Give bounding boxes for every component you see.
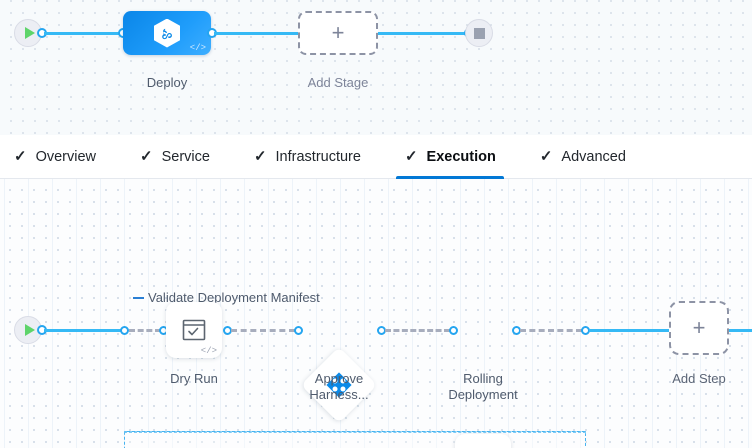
connector-group-to-addstep (589, 328, 669, 332)
pipeline-end-node[interactable] (465, 19, 493, 47)
stage-label-deploy: Deploy (146, 75, 188, 90)
step-label-rolling-deployment: Rolling Deployment (448, 371, 518, 402)
connector-start-to-deploy (44, 31, 123, 35)
stop-icon (473, 27, 485, 39)
add-step-label: Add Step (672, 371, 726, 386)
tab-overview[interactable]: ✓ Overview (14, 135, 112, 179)
tab-infrastructure[interactable]: ✓ Infrastructure (254, 135, 377, 179)
add-stage-button[interactable]: + (298, 11, 378, 55)
step-group-container[interactable] (124, 431, 586, 448)
connector-addstep-trailing (729, 328, 752, 332)
tab-label: Advanced (561, 148, 626, 165)
connector-dryrun-to-approve (231, 329, 295, 332)
check-icon: ✓ (404, 148, 418, 165)
tab-label: Service (161, 148, 210, 165)
tab-label: Infrastructure (275, 148, 361, 165)
step-code-badge: </> (200, 346, 217, 356)
minus-icon[interactable] (133, 296, 144, 299)
connector-deploy-to-addstage (214, 31, 298, 35)
tab-execution[interactable]: ✓ Execution (395, 135, 512, 179)
step-node-dry-run[interactable]: </> (166, 302, 222, 358)
connector-rolling-to-groupend (520, 329, 582, 332)
pipeline-stage-canvas[interactable]: </> Deploy + Add Stage (0, 0, 752, 135)
check-icon: ✓ (539, 148, 553, 165)
step-group-title[interactable]: Validate Deployment Manifest (133, 290, 320, 305)
stage-code-badge: </> (189, 43, 206, 53)
play-icon (24, 324, 35, 336)
step-node-approve-harness[interactable] (300, 346, 378, 424)
approval-diamond-icon (326, 372, 352, 398)
step-label-approve-harness: Approve Harness... (309, 371, 369, 402)
step-node-rolling-deployment[interactable]: </> (455, 434, 511, 448)
tab-service[interactable]: ✓ Service (140, 135, 226, 179)
tab-advanced[interactable]: ✓ Advanced (540, 135, 642, 179)
group-input-port[interactable] (120, 325, 129, 335)
check-icon: ✓ (253, 148, 267, 165)
dry-run-icon (182, 319, 206, 341)
step-group-title-label: Validate Deployment Manifest (148, 290, 320, 305)
connector-start-to-group (44, 328, 123, 332)
check-icon: ✓ (140, 148, 153, 165)
approve-input-port[interactable] (294, 325, 303, 335)
rolling-input-port[interactable] (449, 325, 458, 335)
execution-canvas[interactable]: Validate Deployment Manifest </> Dry Run (0, 179, 752, 448)
step-label-dry-run: Dry Run (170, 371, 218, 386)
stage-node-deploy[interactable]: </> (123, 11, 211, 55)
plus-icon: + (331, 20, 345, 45)
connector-addstage-to-end (378, 31, 470, 35)
connector-group-to-dryrun (129, 329, 161, 332)
connector-approve-to-rolling (385, 329, 450, 332)
add-stage-label: Add Stage (307, 75, 369, 90)
harness-hexagon-icon (154, 18, 180, 48)
tab-label: Overview (35, 148, 97, 165)
plus-icon: + (692, 315, 706, 340)
stage-tab-bar[interactable]: ✓ Overview ✓ Service ✓ Infrastructure ✓ … (0, 135, 752, 179)
tab-label: Execution (426, 148, 496, 165)
add-step-button[interactable]: + (669, 301, 729, 355)
play-icon (24, 27, 35, 39)
check-icon: ✓ (14, 148, 27, 165)
